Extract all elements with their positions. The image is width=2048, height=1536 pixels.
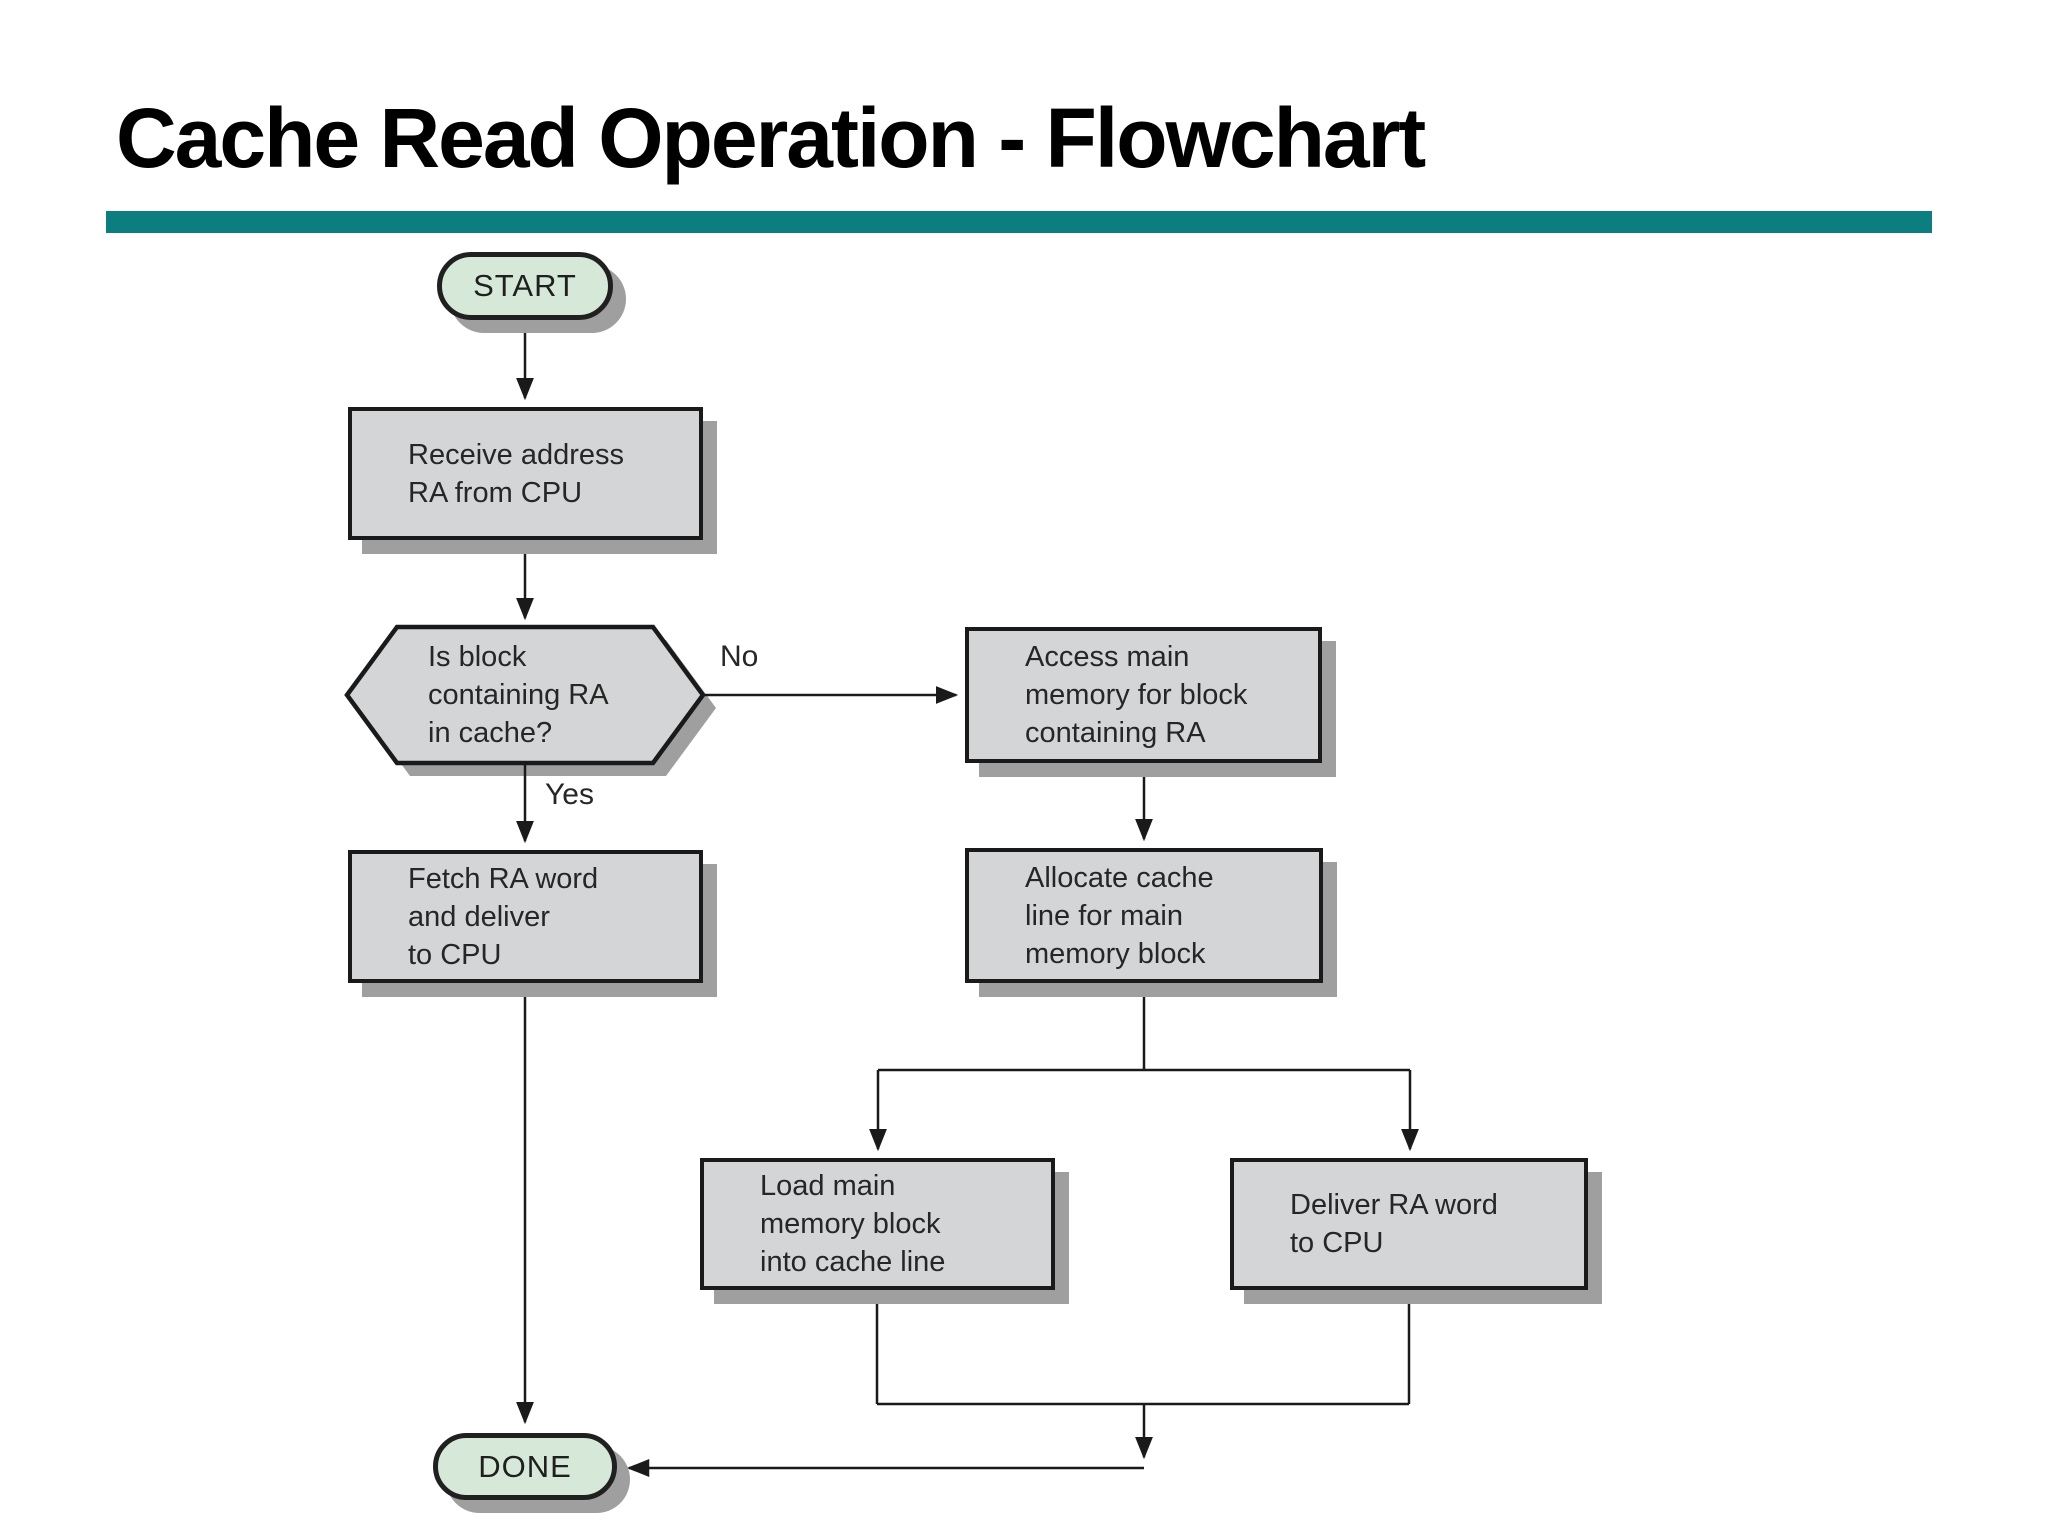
node-done: DONE [433,1433,617,1500]
node-load-memory-block-label: Load main memory block into cache line [760,1170,946,1278]
edge-label-yes: Yes [545,778,594,811]
node-deliver-ra-word-label: Deliver RA word to CPU [1290,1189,1498,1259]
node-receive-address-label: Receive address RA from CPU [408,438,624,509]
node-access-main-memory-label: Access main memory for block containing … [1025,641,1248,749]
node-done-label: DONE [478,1448,572,1484]
node-allocate-cache-line-label: Allocate cache line for main memory bloc… [1025,861,1214,970]
title-underline-rule [106,211,1932,233]
node-receive-address: Receive address RA from CPU [348,407,703,540]
decision-hexagon [344,624,716,776]
edge-label-no: No [720,640,759,673]
node-decision-label-wrap: Is block containing RA in cache? [428,627,609,763]
node-access-main-memory: Access main memory for block containing … [965,627,1322,763]
node-load-memory-block: Load main memory block into cache line [700,1158,1055,1290]
node-fetch-ra-word-label: Fetch RA word and deliver to CPU [408,862,599,971]
node-allocate-cache-line: Allocate cache line for main memory bloc… [965,848,1323,983]
page-title: Cache Read Operation - Flowchart [116,91,1426,185]
node-start-label: START [473,268,577,303]
node-start: START [437,252,613,320]
node-fetch-ra-word: Fetch RA word and deliver to CPU [348,850,703,983]
node-decision-label: Is block containing RA in cache? [428,641,609,749]
node-deliver-ra-word: Deliver RA word to CPU [1230,1158,1588,1290]
